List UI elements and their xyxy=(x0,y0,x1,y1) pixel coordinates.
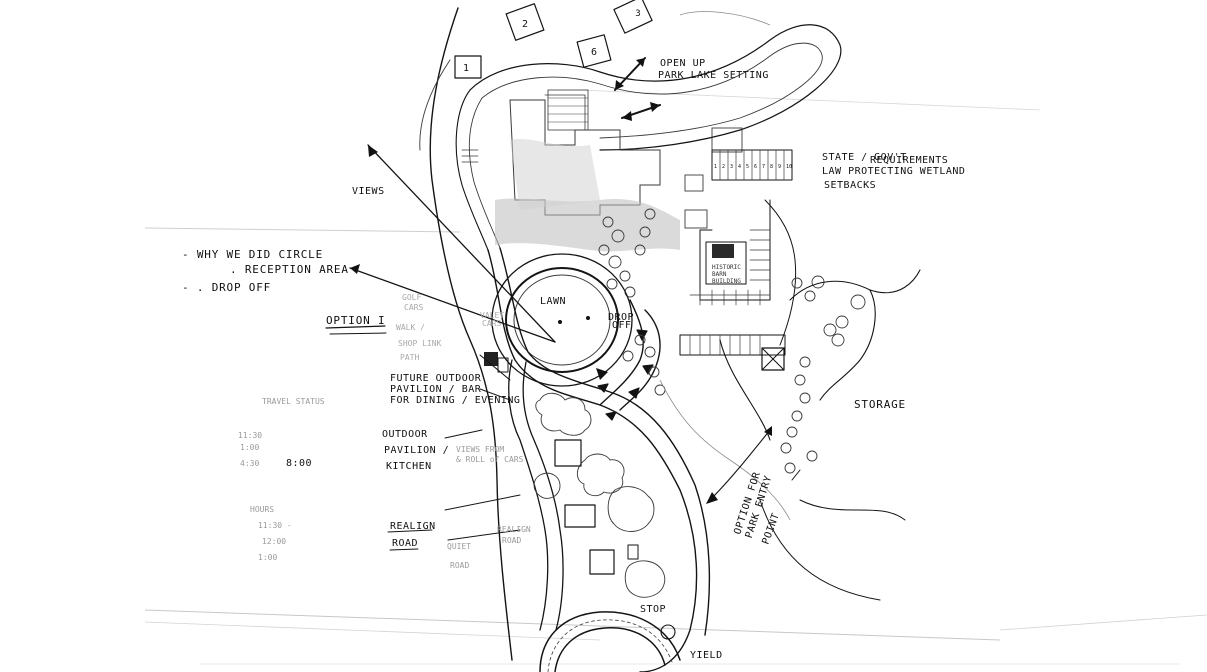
svg-text:SETBACKS: SETBACKS xyxy=(824,180,876,191)
lawn-circle: LAWN DROP OFF xyxy=(491,253,634,387)
note-realign: REALIGN xyxy=(390,521,436,532)
cottages xyxy=(533,392,666,598)
svg-text:ROAD: ROAD xyxy=(502,536,521,545)
parking-stall-number: 2 xyxy=(722,164,725,170)
svg-text:VALET: VALET xyxy=(480,311,504,320)
svg-text:PATH: PATH xyxy=(400,353,419,362)
pavilion-bar-feature xyxy=(479,352,511,381)
svg-text:ROAD: ROAD xyxy=(392,538,418,549)
svg-text:11:30 -: 11:30 - xyxy=(258,521,292,530)
svg-text:TRAVEL STATUS: TRAVEL STATUS xyxy=(262,397,325,406)
note-state: STATE / GOV'T xyxy=(822,152,907,163)
svg-text:3: 3 xyxy=(635,9,640,19)
upper-access-road xyxy=(455,11,842,251)
courtyard-trees xyxy=(598,208,656,298)
parking-stall-number: 3 xyxy=(730,164,733,170)
parking-stall-number: 4 xyxy=(738,164,741,170)
note-outdoor: OUTDOOR xyxy=(382,429,428,440)
note-future: FUTURE OUTDOOR xyxy=(390,373,482,384)
svg-text:PAVILION / BAR: PAVILION / BAR xyxy=(390,384,482,395)
view-arrows xyxy=(349,144,556,343)
lawn-label: LAWN xyxy=(540,296,566,307)
svg-text:LAW PROTECTING WETLAND: LAW PROTECTING WETLAND xyxy=(822,166,965,177)
parking-stall-number: 9 xyxy=(778,164,781,170)
parking-stall-number: 5 xyxy=(746,164,749,170)
note-reception: . RECEPTION AREA xyxy=(230,263,349,276)
site-boundary-west-2 xyxy=(419,59,451,151)
lower-path-faint xyxy=(659,379,791,521)
note-storage: STORAGE xyxy=(854,398,906,411)
svg-text:WALK /: WALK / xyxy=(396,323,425,332)
lot-6: 6 xyxy=(576,34,612,68)
faint-pencil-notes: TRAVEL STATUS 11:30 1:00 4:30 8:00 HOURS… xyxy=(238,397,325,562)
svg-text:POINT: POINT xyxy=(760,512,781,546)
main-building-complex xyxy=(461,89,743,252)
note-drop-off: - . DROP OFF xyxy=(182,281,271,294)
svg-text:FOR DINING / EVENING: FOR DINING / EVENING xyxy=(390,395,520,406)
open-up-arrows xyxy=(614,57,661,121)
svg-text:PAVILION /: PAVILION / xyxy=(384,445,449,456)
park-entry-arrow-2 xyxy=(764,426,772,436)
lot-1: 1 xyxy=(454,55,482,79)
svg-text:QUIET: QUIET xyxy=(447,542,471,551)
svg-text:8:00: 8:00 xyxy=(286,458,312,469)
note-option: OPTION I xyxy=(326,314,385,327)
svg-text:BARN: BARN xyxy=(712,271,727,278)
parking-stall-number: 7 xyxy=(762,164,765,170)
svg-text:BUILDING: BUILDING xyxy=(712,278,741,285)
parking-stall-number: 8 xyxy=(770,164,773,170)
note-why-circle: - WHY WE DID CIRCLE xyxy=(182,248,323,261)
svg-text:ROAD: ROAD xyxy=(450,561,469,570)
svg-text:6: 6 xyxy=(591,47,597,58)
svg-text:YIELD: YIELD xyxy=(690,650,723,661)
svg-text:CARS: CARS xyxy=(482,319,501,328)
svg-text:& ROLL of CARS: & ROLL of CARS xyxy=(456,455,524,464)
parking-stall-number: 1 xyxy=(714,164,717,170)
svg-text:OFF: OFF xyxy=(612,320,632,331)
lower-right-edge xyxy=(759,499,881,601)
note-point: POINT xyxy=(760,512,781,546)
svg-text:DROP: DROP xyxy=(608,312,634,323)
park-entry-path xyxy=(709,429,771,501)
svg-text:STOP: STOP xyxy=(640,604,666,615)
svg-text:HOURS: HOURS xyxy=(250,505,274,514)
svg-text:1:00: 1:00 xyxy=(258,553,277,562)
lot-3: 3 xyxy=(613,0,653,34)
svg-text:REALIGN: REALIGN xyxy=(497,525,531,534)
east-tree-line xyxy=(622,275,866,474)
svg-text:1: 1 xyxy=(463,63,469,74)
lower-loop: STOP YIELD xyxy=(539,604,723,672)
note-golf-carts: GOLF xyxy=(402,293,421,302)
leader-lines xyxy=(444,388,521,541)
svg-text:KITCHEN: KITCHEN xyxy=(386,461,432,472)
svg-text:1:00: 1:00 xyxy=(240,443,259,452)
site-boundary-west xyxy=(429,7,513,661)
paper-edges xyxy=(144,89,1207,665)
note-views: VIEWS xyxy=(352,186,385,197)
parking-lot-upper: HISTORIC BARN BUILDING xyxy=(679,149,797,371)
svg-text:SHOP LINK: SHOP LINK xyxy=(398,339,442,348)
lower-right-edge-2 xyxy=(799,499,906,521)
svg-text:2: 2 xyxy=(522,19,528,30)
parking-stall-number: 6 xyxy=(754,164,757,170)
note-open-up: OPEN UP xyxy=(660,58,706,69)
svg-text:12:00: 12:00 xyxy=(262,537,286,546)
svg-text:REQUIREMENTS: REQUIREMENTS xyxy=(870,155,948,166)
svg-text:CARS: CARS xyxy=(404,303,423,312)
note-views-from: VIEWS FROM xyxy=(456,445,504,454)
parking-stall-number: 10 xyxy=(786,164,792,170)
note-park-lake: PARK LAKE SETTING xyxy=(658,70,769,81)
historic-barn-label: HISTORIC xyxy=(712,264,741,271)
park-entry-arrow xyxy=(706,492,718,504)
svg-text:4:30: 4:30 xyxy=(240,459,259,468)
svg-text:11:30: 11:30 xyxy=(238,431,262,440)
lot-buildings: 2 3 6 1 xyxy=(454,0,653,79)
east-boundary-2 xyxy=(819,289,876,401)
main-road xyxy=(487,247,711,672)
lot-2: 2 xyxy=(505,3,545,41)
